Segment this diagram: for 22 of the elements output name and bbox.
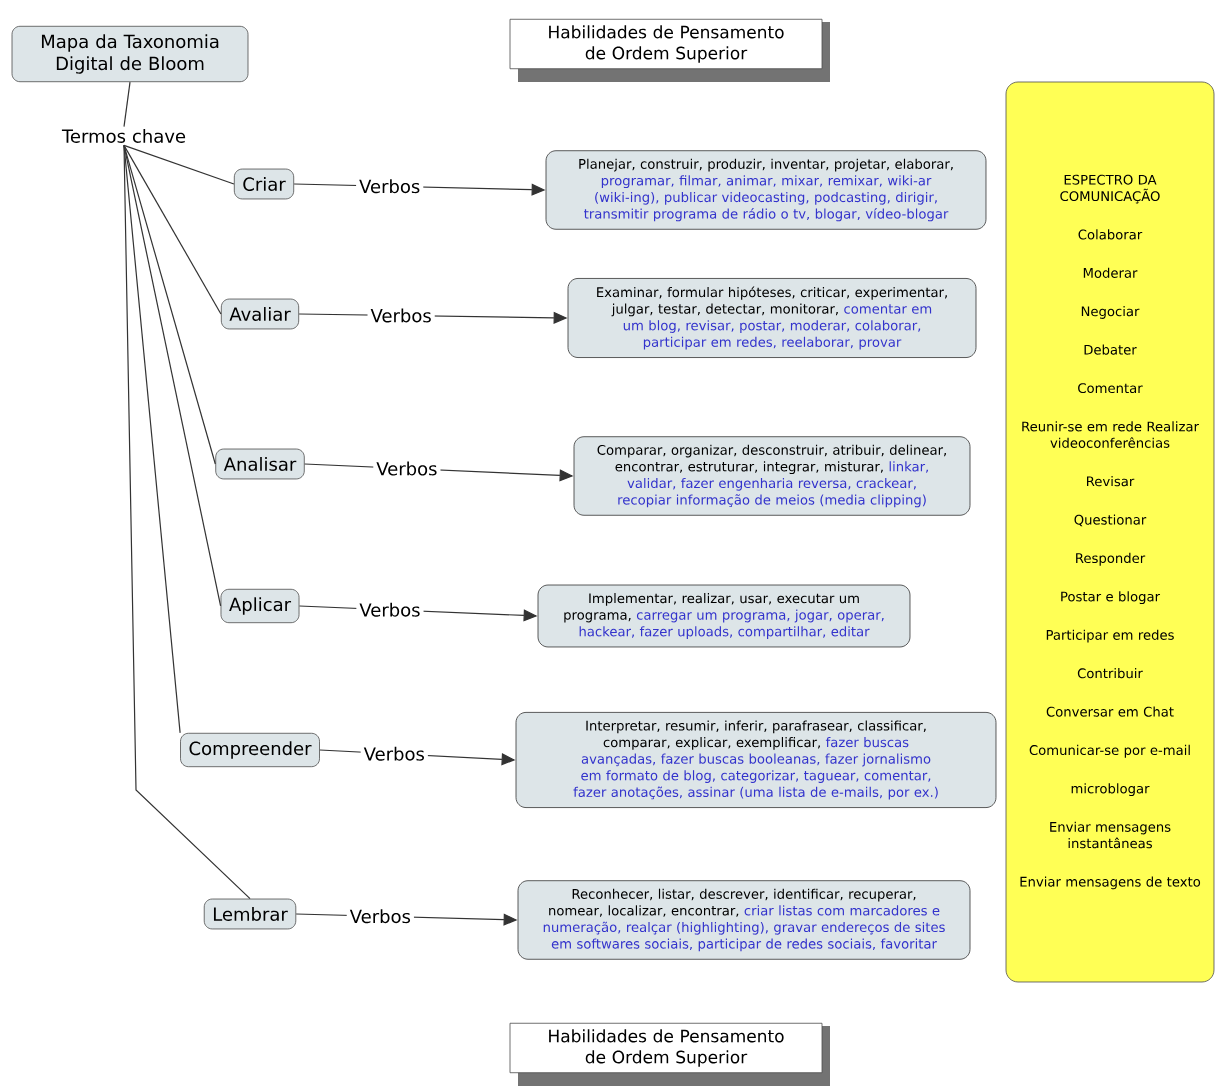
edge-label: Verbos <box>373 458 441 479</box>
heading-box: Habilidades de Pensamento de Ordem Superior <box>509 18 830 82</box>
connector-line <box>123 144 222 607</box>
heading-box: Habilidades de Pensamento de Ordem Superior <box>509 1022 830 1086</box>
connector-line <box>123 144 235 185</box>
connector-line <box>123 144 222 315</box>
level-box: Analisar <box>215 448 305 480</box>
edge-label: Verbos <box>346 906 414 927</box>
connector-line <box>123 144 216 465</box>
edge-label: Verbos <box>356 176 424 197</box>
level-box: Compreender <box>180 732 320 768</box>
edge-label: Verbos <box>367 305 435 326</box>
term-label: Termos chave <box>61 129 186 143</box>
level-box: Avaliar <box>220 298 300 330</box>
connector-line <box>123 144 251 900</box>
edge-label: Verbos <box>360 743 428 764</box>
edge-label: Verbos <box>356 599 424 620</box>
connector-line <box>123 81 131 128</box>
level-box: Aplicar <box>220 588 300 624</box>
title-box: Mapa da Taxonomia Digital de Bloom <box>11 25 249 83</box>
level-box: Lembrar <box>203 898 297 930</box>
level-box: Criar <box>233 168 295 200</box>
